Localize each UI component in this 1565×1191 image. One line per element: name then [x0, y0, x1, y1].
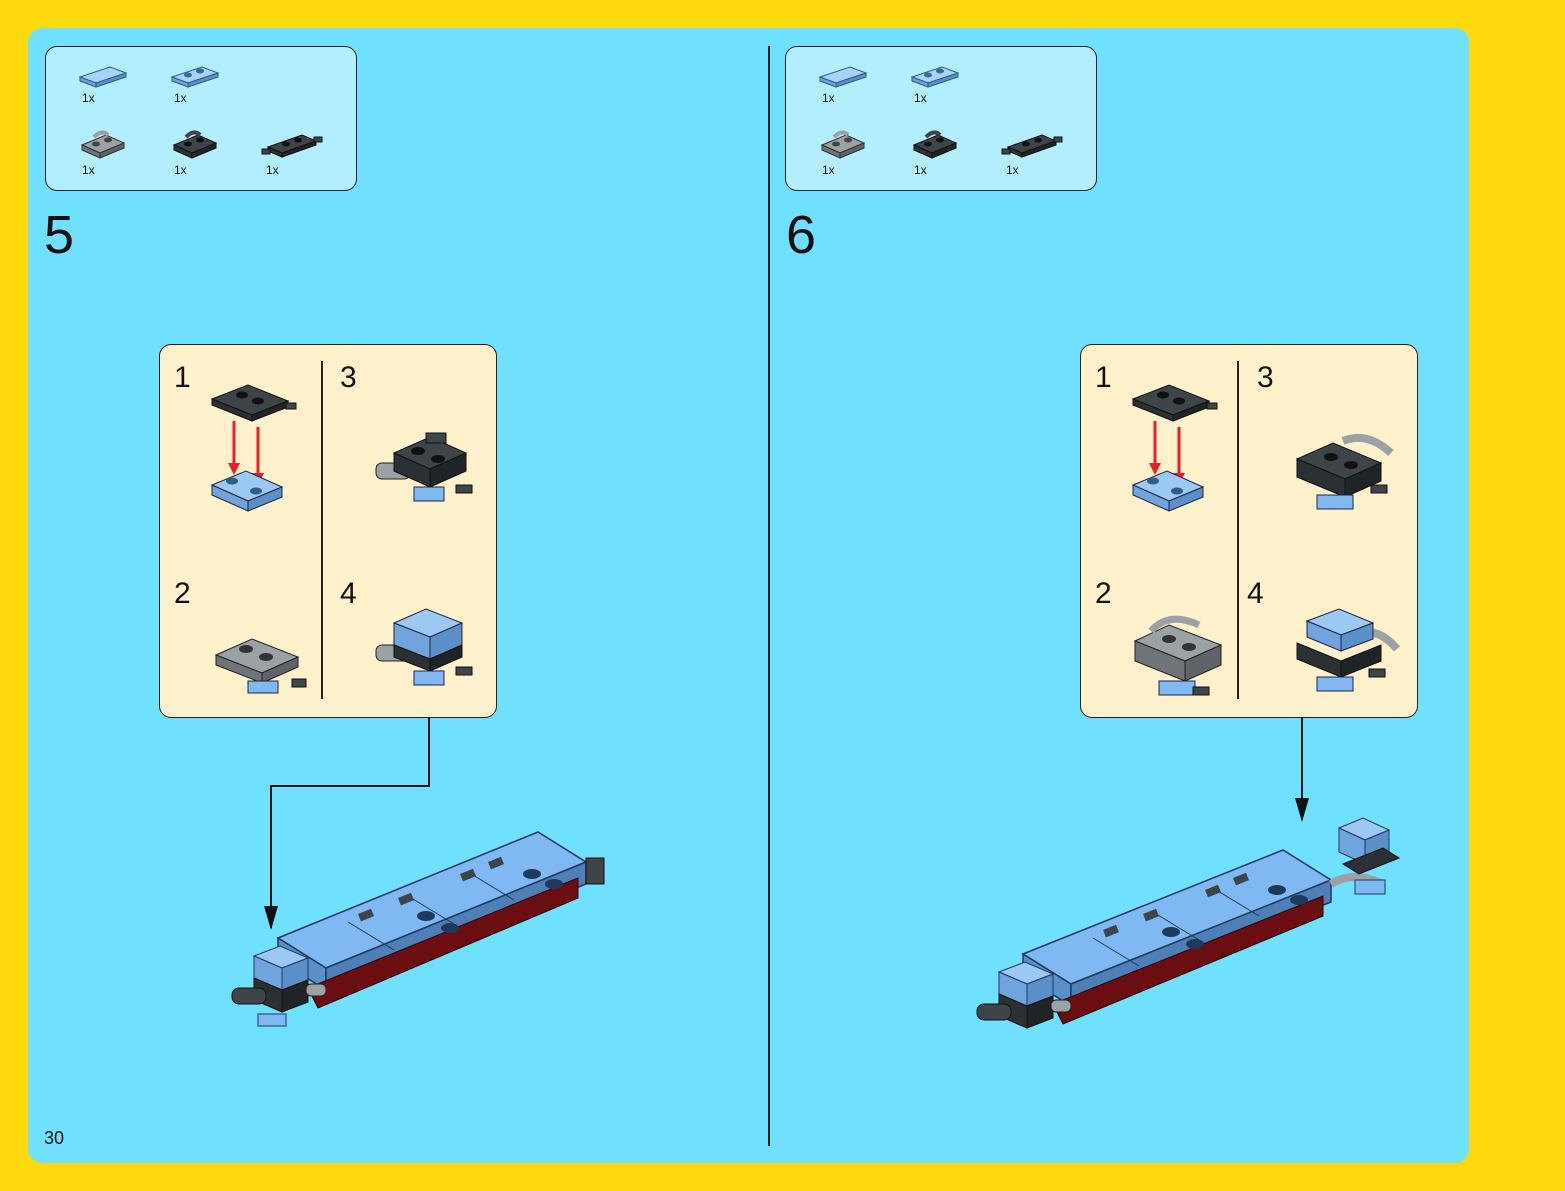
- instruction-page: 1x 1x 1x: [28, 28, 1469, 1163]
- step-5-assembly-image: [198, 818, 628, 1028]
- page-number: 30: [44, 1128, 64, 1149]
- step-6-assembly-image: [943, 784, 1403, 1034]
